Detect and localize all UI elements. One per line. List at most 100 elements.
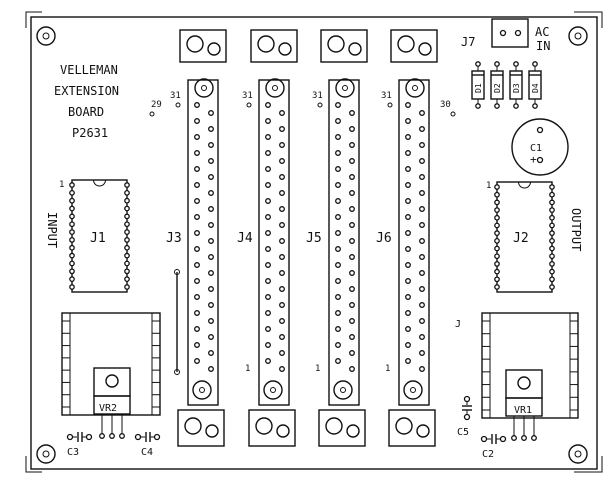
connector-pin — [335, 182, 341, 188]
j2-label: J2 — [513, 231, 529, 246]
socket-pin — [69, 213, 75, 220]
connector-pin — [265, 342, 271, 348]
connector-pin — [335, 246, 341, 252]
connector-pin — [279, 270, 285, 276]
j4-mount-bottom — [263, 380, 283, 400]
connector-pin — [279, 366, 285, 372]
terminal-body — [320, 29, 368, 63]
socket-pin — [494, 214, 500, 221]
socket-pin — [69, 284, 75, 290]
connector-pin — [265, 358, 271, 364]
j4-mount-top — [265, 78, 285, 98]
connector-pin — [405, 294, 411, 300]
vr1-regulator — [481, 312, 579, 441]
regulator-pad — [521, 435, 527, 441]
connector-pin — [405, 358, 411, 364]
connector-pin — [335, 278, 341, 284]
c2-capacitor — [480, 434, 507, 444]
terminal-body — [177, 409, 225, 447]
connector-pin — [208, 206, 214, 212]
connector-pin — [419, 206, 425, 212]
d4-label: D4 — [531, 83, 540, 93]
connector-pin — [419, 286, 425, 292]
connector-pin — [265, 102, 271, 108]
connector-pin — [279, 206, 285, 212]
connector-pin — [279, 318, 285, 324]
connector-pin — [405, 102, 411, 108]
pin-31-label-j6: 31 — [381, 91, 392, 101]
c3-label: C3 — [67, 447, 79, 458]
socket-pin — [494, 253, 500, 260]
socket-pin — [124, 221, 130, 228]
terminal-screw — [395, 417, 413, 435]
hole — [410, 387, 416, 393]
j5-connector — [328, 78, 360, 406]
d4-diode: D4 — [528, 61, 542, 109]
socket-outline — [71, 179, 128, 293]
connector-pin — [194, 278, 200, 284]
d1-label: D1 — [474, 83, 483, 93]
d3-label: D3 — [512, 83, 521, 93]
socket-pin — [69, 221, 75, 228]
socket-pin — [494, 245, 500, 252]
connector-pin — [405, 166, 411, 172]
socket-pin — [69, 276, 75, 283]
socket-pin — [549, 268, 555, 275]
connector-pin — [419, 302, 425, 308]
connector-pin — [335, 310, 341, 316]
connector-pin — [349, 206, 355, 212]
terminal-screw — [327, 35, 345, 53]
socket-pin — [494, 184, 500, 190]
socket-pin — [494, 191, 500, 198]
socket-pin — [69, 205, 75, 212]
socket-pin — [124, 237, 130, 243]
socket-pin — [494, 284, 500, 290]
connector-pin — [265, 150, 271, 156]
regulator-tab — [505, 369, 543, 399]
socket-pin — [549, 284, 555, 290]
connector-pin — [194, 230, 200, 236]
connector-pin — [279, 238, 285, 244]
connector-pin — [208, 286, 214, 292]
connector-pin — [279, 350, 285, 356]
j3-mount-bottom — [192, 380, 212, 400]
connector-pin — [279, 190, 285, 196]
socket-pin — [124, 229, 130, 235]
connector-pin — [194, 246, 200, 252]
socket-pin — [549, 253, 555, 260]
connector-pin — [194, 198, 200, 204]
pin-31-label-j5: 31 — [312, 91, 323, 101]
connector-pin — [405, 246, 411, 252]
connector-pin — [349, 174, 355, 180]
terminal-body — [390, 29, 438, 63]
vr1-label: VR1 — [514, 405, 532, 416]
connector-pin — [335, 230, 341, 236]
connector-pin — [194, 294, 200, 300]
connector-pin — [208, 334, 214, 340]
terminal-screw — [418, 42, 432, 56]
connector-pin — [208, 158, 214, 164]
connector-pin — [208, 222, 214, 228]
diode-pad — [475, 103, 481, 109]
terminal-body — [388, 409, 436, 447]
connector-pin — [279, 142, 285, 148]
pin-29-pad — [149, 111, 155, 117]
j5-top-terminal — [320, 29, 368, 63]
corner-mark-bl — [25, 456, 42, 473]
socket-pin — [549, 191, 555, 198]
connector-pin — [265, 262, 271, 268]
j3-label: J3 — [166, 231, 182, 246]
j5-mount-bottom — [333, 380, 353, 400]
j4-bottom-terminal — [248, 409, 296, 447]
j2-dip-socket — [494, 181, 555, 293]
connector-pin — [265, 166, 271, 172]
terminal-body — [179, 29, 227, 63]
d2-diode: D2 — [490, 61, 504, 109]
j4-label: J4 — [237, 231, 253, 246]
connector-pin — [335, 262, 341, 268]
connector-pin — [349, 286, 355, 292]
connector-pin — [335, 166, 341, 172]
regulator-hole — [105, 374, 119, 388]
connector-pin — [194, 182, 200, 188]
j7-label: J7 — [461, 35, 475, 49]
